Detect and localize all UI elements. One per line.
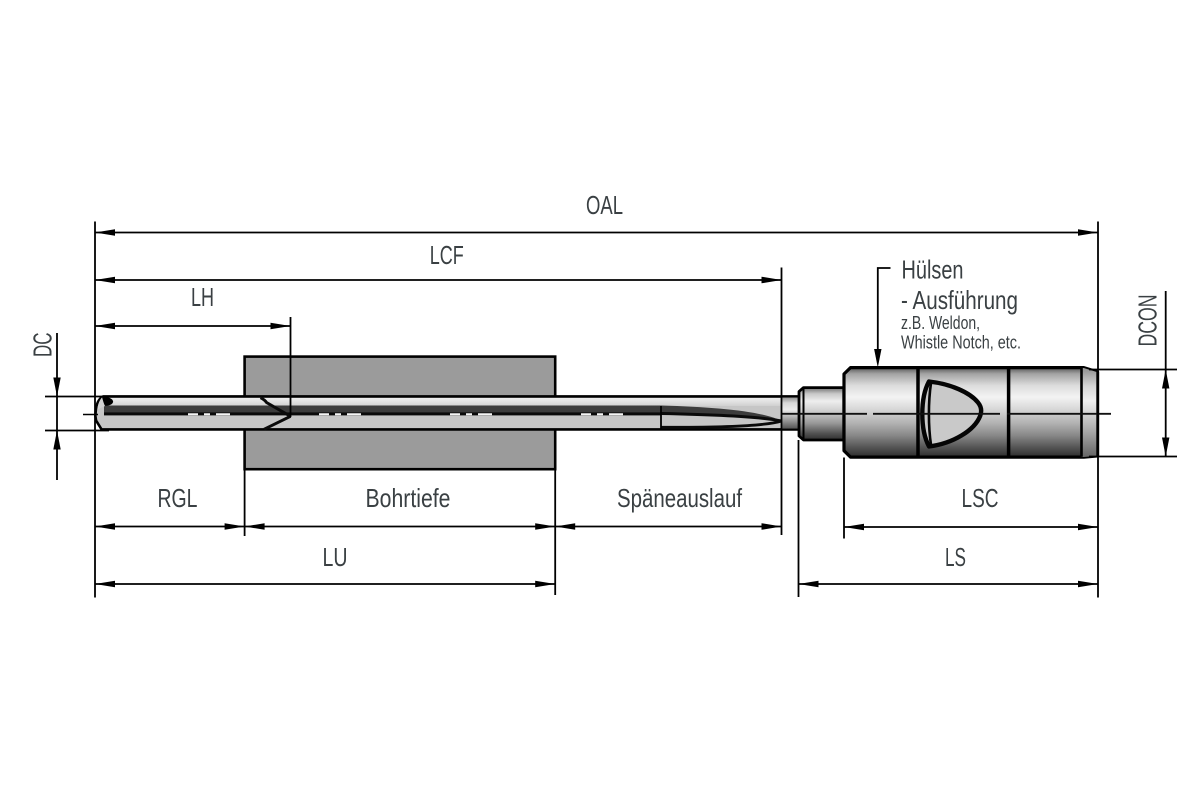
svg-text:Späneauslauf: Späneauslauf (617, 483, 743, 513)
svg-text:DC: DC (28, 333, 58, 358)
svg-text:LH: LH (191, 282, 214, 312)
svg-text:- Ausführung: - Ausführung (901, 285, 1018, 315)
svg-text:DCON: DCON (1133, 295, 1163, 347)
svg-text:LSC: LSC (962, 483, 999, 513)
svg-text:Bohrtiefe: Bohrtiefe (366, 483, 451, 513)
svg-text:LU: LU (323, 542, 348, 572)
svg-text:LS: LS (945, 542, 966, 572)
svg-text:OAL: OAL (586, 190, 623, 220)
svg-text:Hülsen: Hülsen (902, 254, 964, 284)
svg-text:RGL: RGL (158, 483, 198, 513)
svg-text:LCF: LCF (430, 240, 464, 270)
svg-text:z.B. Weldon,: z.B. Weldon, (901, 312, 980, 333)
svg-text:Whistle Notch, etc.: Whistle Notch, etc. (901, 332, 1021, 353)
